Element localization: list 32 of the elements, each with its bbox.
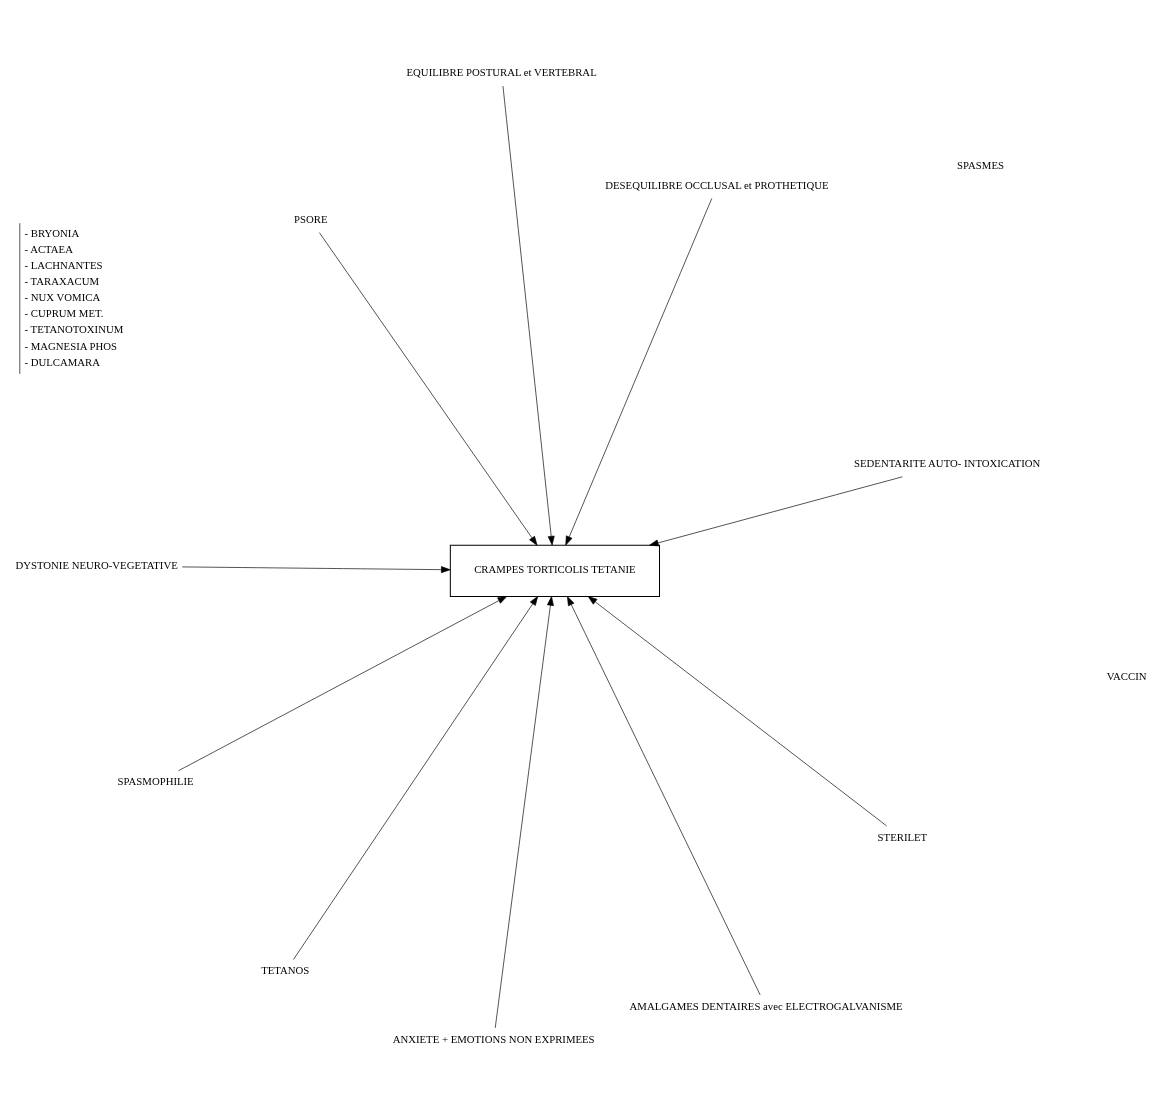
label: VACCIN [1106,669,1147,682]
node-text: AMALGAMES DENTAIRES avec ELECTROGALVANISME [629,999,903,1012]
arrow [649,475,903,546]
node-text: DYSTONIE NEURO-VEGETATIVE [15,558,178,571]
arrow [494,595,554,1028]
label: - ACTAEA [24,242,73,255]
node-box: CRAMPES TORTICOLIS TETANIE [449,544,660,597]
label: - CUPRUM MET. [24,306,104,319]
arrow [502,85,555,545]
arrow [587,595,887,826]
label: - NUX VOMICA [24,290,101,303]
node-text: SPASMOPHILIE [117,774,194,787]
arrow [319,231,538,546]
label: - TETANOTOXINUM [24,322,124,335]
label: - LACHNANTES [24,258,103,271]
label: - TARAXACUM [24,274,100,287]
label: - MAGNESIA PHOS [24,339,118,352]
node-text: DESEQUILIBRE OCCLUSAL et PROTHETIQUE [605,178,829,191]
arrow [293,595,539,960]
arrow [181,565,451,573]
label: SPASMES [957,158,1004,171]
label: - DULCAMARA [24,355,101,368]
node-text: STERILET [877,830,928,843]
node-text: EQUILIBRE POSTURAL et VERTEBRAL [406,65,597,78]
node-text: SEDENTARITE AUTO- INTOXICATION [854,456,1041,469]
arrow [178,595,508,771]
node-text: TETANOS [261,963,310,976]
label: - BRYONIA [24,226,80,239]
arrow [567,595,761,995]
node-text: ANXIETE + EMOTIONS NON EXPRIMEES [392,1032,595,1045]
node-text: PSORE [294,212,328,225]
arrow [565,197,713,545]
